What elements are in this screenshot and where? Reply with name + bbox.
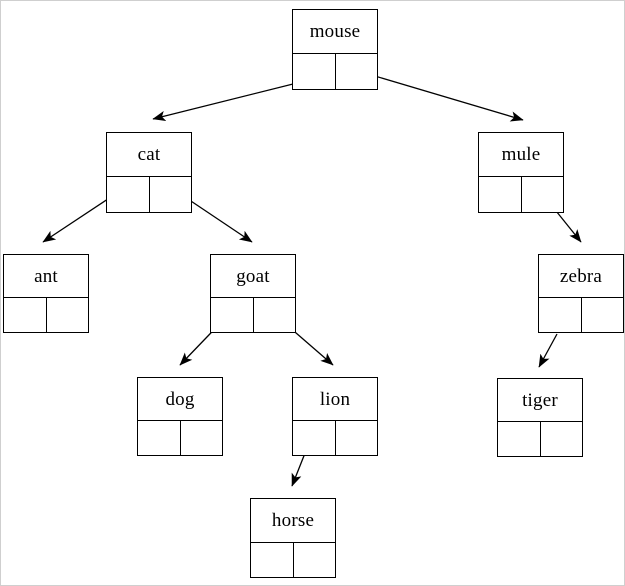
- left-pointer-cell-mule[interactable]: [479, 177, 522, 212]
- tree-node-label-horse: horse: [251, 499, 335, 542]
- left-pointer-cell-mouse[interactable]: [293, 54, 336, 89]
- right-pointer-cell-horse[interactable]: [294, 543, 336, 577]
- tree-node-pointers-lion: [293, 420, 377, 455]
- tree-node-label-zebra: zebra: [539, 255, 623, 297]
- tree-node-label-goat: goat: [211, 255, 295, 297]
- tree-node-goat[interactable]: goat: [210, 254, 296, 333]
- right-pointer-cell-ant[interactable]: [47, 298, 89, 332]
- tree-node-pointers-dog: [138, 420, 222, 455]
- tree-node-label-tiger: tiger: [498, 379, 582, 421]
- tree-node-ant[interactable]: ant: [3, 254, 89, 333]
- right-pointer-cell-goat[interactable]: [254, 298, 296, 332]
- right-pointer-cell-tiger[interactable]: [541, 422, 583, 456]
- right-pointer-cell-lion[interactable]: [336, 421, 378, 455]
- left-pointer-cell-horse[interactable]: [251, 543, 294, 577]
- tree-node-label-cat: cat: [107, 133, 191, 176]
- left-pointer-cell-zebra[interactable]: [539, 298, 582, 332]
- tree-node-lion[interactable]: lion: [292, 377, 378, 456]
- tree-node-pointers-mule: [479, 176, 563, 212]
- tree-node-zebra[interactable]: zebra: [538, 254, 624, 333]
- left-pointer-cell-cat[interactable]: [107, 177, 150, 212]
- left-pointer-cell-ant[interactable]: [4, 298, 47, 332]
- tree-node-cat[interactable]: cat: [106, 132, 192, 213]
- tree-node-pointers-cat: [107, 176, 191, 212]
- tree-node-horse[interactable]: horse: [250, 498, 336, 578]
- tree-node-mouse[interactable]: mouse: [292, 9, 378, 90]
- left-pointer-cell-tiger[interactable]: [498, 422, 541, 456]
- right-pointer-cell-mouse[interactable]: [336, 54, 378, 89]
- right-pointer-cell-mule[interactable]: [522, 177, 564, 212]
- tree-node-label-lion: lion: [293, 378, 377, 420]
- tree-node-label-dog: dog: [138, 378, 222, 420]
- tree-node-pointers-goat: [211, 297, 295, 332]
- right-pointer-cell-dog[interactable]: [181, 421, 223, 455]
- tree-edge-mouse-to-cat: [152, 80, 306, 122]
- tree-node-pointers-mouse: [293, 53, 377, 89]
- tree-node-label-mouse: mouse: [293, 10, 377, 53]
- tree-node-mule[interactable]: mule: [478, 132, 564, 213]
- tree-node-pointers-tiger: [498, 421, 582, 456]
- tree-edge-zebra-to-tiger: [538, 333, 558, 368]
- tree-node-dog[interactable]: dog: [137, 377, 223, 456]
- tree-node-label-mule: mule: [479, 133, 563, 176]
- right-pointer-cell-cat[interactable]: [150, 177, 192, 212]
- tree-node-pointers-horse: [251, 542, 335, 577]
- tree-node-pointers-ant: [4, 297, 88, 332]
- left-pointer-cell-lion[interactable]: [293, 421, 336, 455]
- tree-node-tiger[interactable]: tiger: [497, 378, 583, 457]
- tree-node-label-ant: ant: [4, 255, 88, 297]
- left-pointer-cell-dog[interactable]: [138, 421, 181, 455]
- tree-edge-mouse-to-mule: [357, 70, 524, 122]
- right-pointer-cell-zebra[interactable]: [582, 298, 624, 332]
- left-pointer-cell-goat[interactable]: [211, 298, 254, 332]
- tree-node-pointers-zebra: [539, 297, 623, 332]
